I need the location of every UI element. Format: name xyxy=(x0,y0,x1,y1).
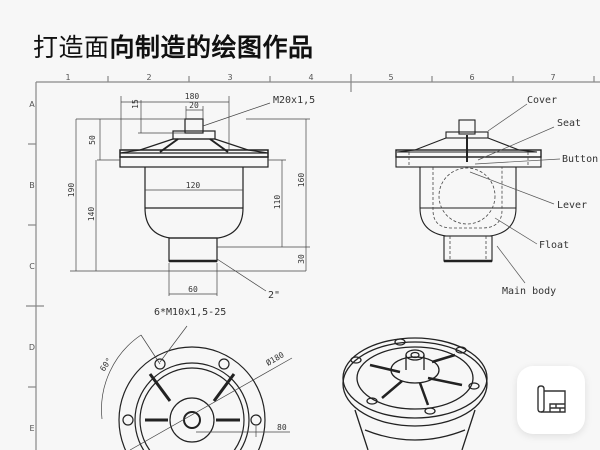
col-label: 4 xyxy=(308,73,313,82)
title-bold: 向制造的绘图作品 xyxy=(109,33,314,62)
section-leaders xyxy=(469,103,561,284)
dim-140: 140 xyxy=(87,207,96,222)
col-label: 3 xyxy=(227,73,232,82)
label-seat: Seat xyxy=(557,118,581,129)
bolt-spec: 6*M10x1,5-25 xyxy=(154,307,226,318)
col-label: 1 xyxy=(65,73,70,82)
section-hidden-lines xyxy=(408,152,529,261)
page-title: 打造面向制造的绘图作品 xyxy=(33,28,314,64)
row-label: A xyxy=(29,100,35,109)
radius-dim: 80 xyxy=(277,423,287,432)
col-label: 5 xyxy=(388,73,393,82)
label-button: Button xyxy=(562,154,598,165)
row-label: C xyxy=(29,262,35,271)
label-lever: Lever xyxy=(557,200,587,211)
top-view-dims xyxy=(101,325,293,450)
dim-30: 30 xyxy=(297,254,306,264)
col-label: 7 xyxy=(550,73,555,82)
angle-dim: 60° xyxy=(98,356,114,373)
front-view-dims xyxy=(70,96,310,296)
ruler-labels: 1 2 3 4 5 6 7 A B C D E xyxy=(29,73,556,433)
blueprint-icon xyxy=(537,385,566,413)
callout-thread-bottom: 2" xyxy=(268,290,280,301)
app-icon-button[interactable] xyxy=(517,366,585,434)
row-label: E xyxy=(29,424,34,433)
dim-15: 15 xyxy=(131,99,140,109)
front-view xyxy=(119,118,269,263)
dim-50: 50 xyxy=(88,135,97,145)
callout-thread-top: M20x1,5 xyxy=(273,95,315,106)
dim-180: 180 xyxy=(185,92,200,101)
label-cover: Cover xyxy=(527,95,557,106)
drawing-frame xyxy=(26,74,600,450)
section-view xyxy=(395,119,542,263)
title-light: 打造面 xyxy=(33,33,110,62)
dim-160: 160 xyxy=(297,173,306,188)
row-label: B xyxy=(29,181,35,190)
front-view-dim-labels: 180 20 15 50 190 140 120 160 110 30 60 xyxy=(67,92,306,294)
row-label: D xyxy=(29,343,35,352)
col-label: 6 xyxy=(469,73,474,82)
top-view xyxy=(118,346,266,450)
col-label: 2 xyxy=(146,73,151,82)
diameter-dim: Ø180 xyxy=(264,349,286,367)
dim-110: 110 xyxy=(273,195,282,210)
dim-190: 190 xyxy=(67,183,76,198)
label-main-body: Main body xyxy=(502,286,556,297)
isometric-view xyxy=(342,337,488,450)
dim-60: 60 xyxy=(188,285,198,294)
dim-20: 20 xyxy=(189,101,199,110)
section-labels: Cover Seat Button Lever Float Main body xyxy=(502,95,598,297)
label-float: Float xyxy=(539,240,569,251)
dim-120: 120 xyxy=(186,181,201,190)
